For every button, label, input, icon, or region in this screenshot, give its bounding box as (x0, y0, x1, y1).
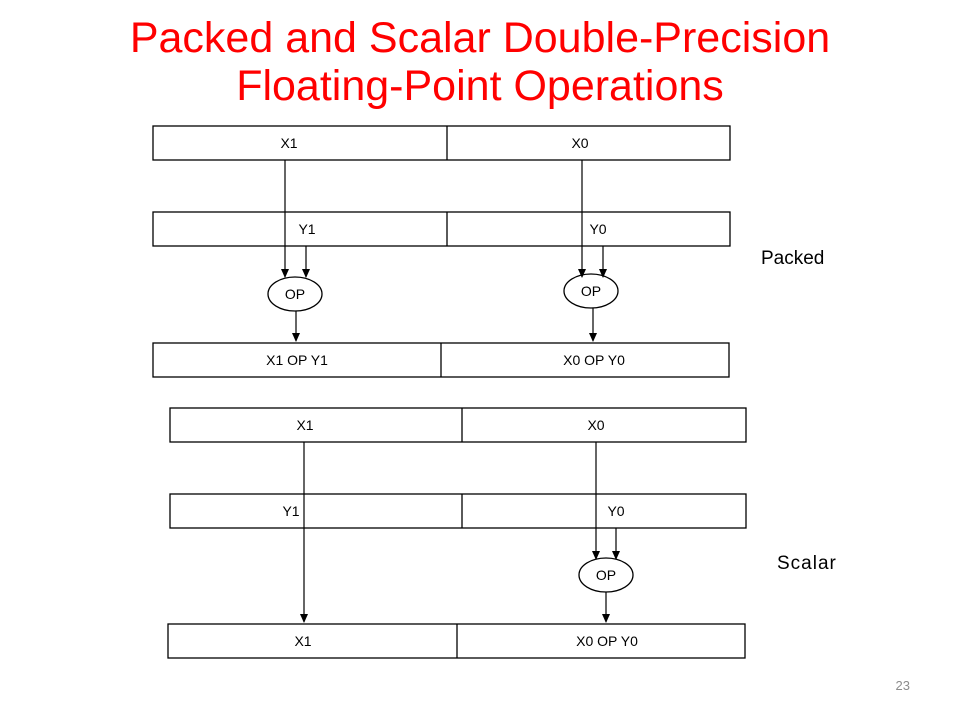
packed-op-right-label: OP (581, 283, 601, 299)
packed-result-left-cell: X1 OP Y1 (266, 352, 328, 368)
packed-x1-cell: X1 (280, 135, 297, 151)
scalar-diagram: X1 X0 Y1 Y0 OP X1 X0 OP Y0 (167, 407, 747, 659)
scalar-label: Scalar (777, 553, 837, 574)
scalar-source2-register: Y1 Y0 (169, 493, 747, 529)
packed-op-node-left: OP (267, 276, 323, 312)
packed-y0-cell: Y0 (589, 221, 606, 237)
packed-result-right-cell: X0 OP Y0 (563, 352, 625, 368)
scalar-result-register: X1 X0 OP Y0 (167, 623, 746, 659)
packed-source2-register: Y1 Y0 (152, 211, 731, 247)
packed-x0-cell: X0 (571, 135, 588, 151)
scalar-op-node: OP (578, 557, 634, 593)
scalar-y0-cell: Y0 (607, 503, 624, 519)
title-line-2: Floating-Point Operations (236, 62, 724, 110)
scalar-result-left-cell: X1 (294, 633, 311, 649)
scalar-result-right-cell: X0 OP Y0 (576, 633, 638, 649)
packed-op-node-right: OP (563, 273, 619, 309)
slide-title: Packed and Scalar Double-Precision Float… (0, 14, 960, 110)
scalar-source1-register: X1 X0 (169, 407, 747, 443)
packed-diagram: X1 X0 Y1 Y0 OP OP X1 OP Y1 X0 O (152, 125, 731, 378)
scalar-x0-cell: X0 (587, 417, 604, 433)
packed-op-left-label: OP (285, 286, 305, 302)
packed-label: Packed (761, 248, 825, 269)
scalar-op-label: OP (596, 567, 616, 583)
title-line-1: Packed and Scalar Double-Precision (129, 14, 831, 62)
packed-y1-cell: Y1 (298, 221, 315, 237)
packed-result-register: X1 OP Y1 X0 OP Y0 (152, 342, 730, 378)
scalar-y1-cell: Y1 (282, 503, 299, 519)
scalar-x1-cell: X1 (296, 417, 313, 433)
packed-source1-register: X1 X0 (152, 125, 731, 161)
page-number: 23 (895, 678, 910, 693)
